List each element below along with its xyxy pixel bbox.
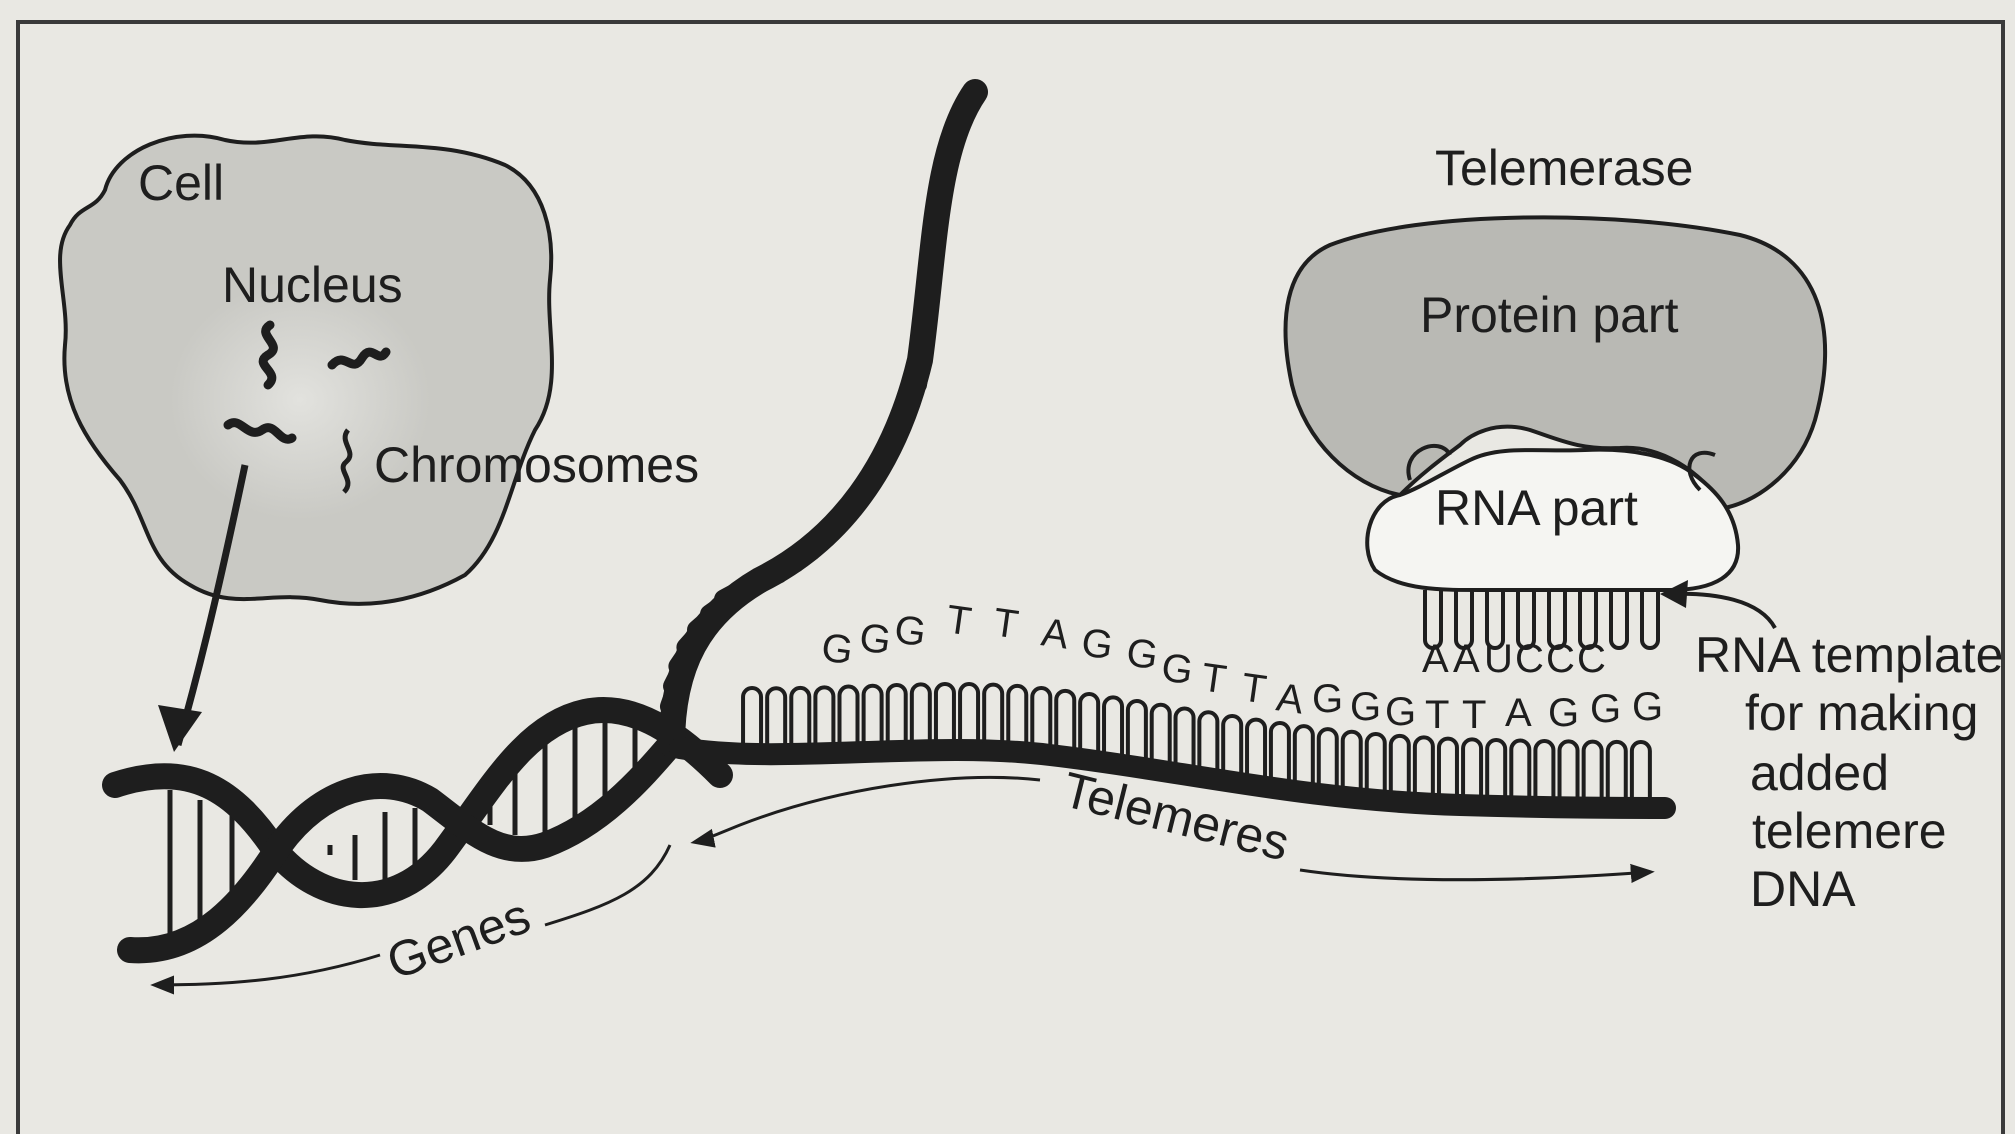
sequence-letter: G	[1312, 677, 1345, 721]
strand-tooth	[1319, 729, 1337, 787]
sequence-letter: G	[1385, 690, 1418, 734]
template-letter: C	[1546, 637, 1577, 681]
genes-left-line	[155, 955, 380, 985]
template-letter: A	[1422, 637, 1451, 681]
strand-tooth	[1632, 742, 1650, 800]
chromosomes-label: Chromosomes	[374, 437, 699, 493]
rna-tooth	[1642, 590, 1658, 648]
sequence-letter: A	[1505, 691, 1534, 735]
rna-tooth	[1611, 590, 1627, 648]
template-letter: C	[1577, 637, 1608, 681]
strand-tooth	[1560, 741, 1578, 799]
strand-tooth	[1584, 742, 1602, 800]
strand-tooth	[1439, 739, 1457, 797]
strand-tooth	[1176, 708, 1194, 766]
strand-tooth	[984, 685, 1002, 743]
sequence-letter: G	[1632, 685, 1665, 729]
nucleus-label: Nucleus	[222, 257, 403, 313]
strand-tooth	[1463, 739, 1481, 797]
strand-tooth	[1511, 741, 1529, 799]
rna-template-line: added	[1750, 745, 1889, 801]
genes-label: Genes	[380, 887, 538, 990]
sequence-letter: T	[1462, 693, 1488, 737]
sequence-letter: G	[1159, 645, 1198, 693]
dna-helix	[115, 710, 720, 950]
sequence-letter: T	[1425, 693, 1451, 737]
strand-tooth	[1104, 697, 1122, 755]
sequence-letter: G	[1350, 685, 1383, 729]
telemerase: Telemerase Protein part RNA part AAUCCC	[1286, 140, 1826, 681]
strand-tooth	[1199, 712, 1217, 770]
sequence-letter: T	[991, 600, 1023, 647]
sequence-letter: G	[1079, 620, 1118, 668]
strand-tooth	[1343, 732, 1361, 790]
strand-tooth	[1056, 691, 1074, 749]
rna-template-line: telemere	[1752, 803, 1947, 859]
strand-tooth	[791, 688, 809, 746]
strand-tooth	[1223, 716, 1241, 774]
sequence-letter: A	[1039, 610, 1074, 658]
sequence-letter: G	[892, 607, 931, 655]
rna-template-line: DNA	[1750, 861, 1856, 917]
strand-tooth	[960, 684, 978, 742]
strand-tooth	[1535, 741, 1553, 799]
strand-tooth	[864, 686, 882, 744]
strand-tooth	[743, 688, 761, 746]
sequence-letter: T	[1239, 665, 1271, 712]
cell-label: Cell	[138, 155, 224, 211]
strand-tooth	[1487, 740, 1505, 798]
telemeres-left-line	[695, 777, 1040, 842]
strand-tooth	[1008, 686, 1026, 744]
sequence-letter: G	[819, 625, 858, 673]
cell: Cell Nucleus Chromosomes	[60, 136, 699, 604]
genes-right-line	[545, 845, 670, 925]
sequence-letter: T	[1199, 655, 1231, 702]
strand-tooth	[1152, 705, 1170, 763]
strand-tooth	[1128, 701, 1146, 759]
strand-tooth	[1608, 742, 1626, 800]
sequence-letter: G	[1548, 691, 1581, 735]
strand-tooth	[1247, 720, 1265, 778]
sequence-letter: G	[857, 615, 896, 663]
strand-tooth	[1271, 723, 1289, 781]
sequence-letter: T	[944, 597, 976, 644]
strand-tooth	[840, 687, 858, 745]
strand-tooth	[1295, 726, 1313, 784]
strand-tooth	[1391, 736, 1409, 794]
strand-tooth	[1415, 737, 1433, 795]
template-letter: C	[1515, 637, 1546, 681]
template-letter: A	[1453, 637, 1482, 681]
strand-tooth	[1367, 734, 1385, 792]
sequence-letter: A	[1274, 675, 1309, 723]
rna-part-label: RNA part	[1435, 480, 1638, 536]
protein-part-label: Protein part	[1420, 287, 1679, 343]
strand-tooth	[936, 684, 954, 742]
telemeres-right-line	[1300, 870, 1650, 880]
sequence-letter: G	[1590, 687, 1623, 731]
rna-template-line: for making	[1745, 685, 1978, 741]
strand-tooth	[1080, 694, 1098, 752]
strand-tooth	[815, 687, 833, 745]
sequence-letter: G	[1124, 630, 1163, 678]
strand-tooth	[1032, 688, 1050, 746]
strand-tooth	[888, 685, 906, 743]
strand-tooth	[912, 684, 930, 742]
strand-tooth	[767, 688, 785, 746]
template-letter: U	[1484, 637, 1515, 681]
telemerase-label: Telemerase	[1435, 140, 1693, 196]
rna-template-line: RNA template	[1695, 627, 2003, 683]
